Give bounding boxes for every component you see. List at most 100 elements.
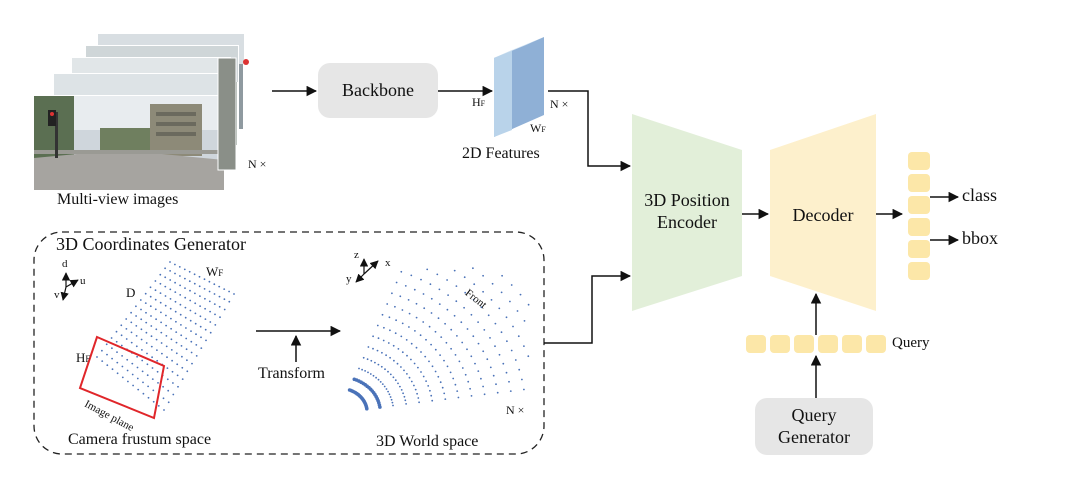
query-generator-box (755, 398, 873, 455)
frustum-point (154, 280, 157, 282)
world-point (415, 316, 418, 319)
frustum-point (136, 355, 139, 358)
world-point (439, 381, 442, 384)
frustum-point (174, 281, 177, 284)
frustum-point (127, 380, 129, 383)
frustum-point (186, 370, 189, 373)
world-point (385, 388, 388, 390)
world-point (463, 306, 465, 309)
frustum-point (142, 381, 144, 384)
frustum-point (223, 298, 226, 301)
world-point (460, 321, 463, 324)
world-point (361, 368, 363, 371)
frustum-point (164, 276, 167, 279)
frustum-point (159, 273, 162, 276)
frustum-point (135, 315, 138, 317)
world-point (431, 399, 434, 402)
frustum-point (179, 294, 182, 296)
frustum-point (145, 321, 148, 324)
world-point (393, 359, 395, 362)
world-point (434, 348, 437, 351)
world-point (518, 368, 521, 371)
world-space-point-cloud (347, 267, 530, 411)
frustum-point (125, 318, 128, 320)
frustum-point (175, 341, 178, 344)
world-axes-icon (355, 258, 379, 283)
world-point (413, 384, 415, 387)
camera-axis-u: u (80, 275, 86, 287)
frustum-point (195, 355, 198, 357)
frustum-point (157, 382, 159, 384)
world-point (377, 378, 380, 381)
world-point (415, 346, 418, 349)
world-point (483, 393, 486, 396)
world-point (443, 359, 445, 362)
world-point (434, 370, 437, 373)
frustum-point (171, 370, 174, 373)
camera-axis-v: v (54, 289, 60, 301)
world-point (401, 322, 404, 325)
frustum-point (175, 320, 177, 323)
world-point (480, 377, 482, 380)
world-point (379, 381, 382, 383)
frustum-point (200, 347, 203, 349)
world-point (422, 375, 425, 378)
feature-n-label: N × (550, 97, 569, 111)
view-image-1 (33, 95, 225, 191)
world-point (430, 343, 432, 346)
frustum-point (140, 328, 143, 331)
frustum-point (175, 352, 178, 355)
frustum-point (141, 349, 143, 351)
frustum-point (156, 359, 159, 362)
world-point (450, 347, 452, 350)
world-point (377, 363, 380, 366)
frustum-point (209, 310, 212, 313)
position-encoder-line2: Encoder (657, 212, 717, 232)
world-point (395, 319, 397, 322)
world-point (408, 326, 410, 328)
world-point (362, 356, 365, 359)
frustum-point (208, 300, 211, 303)
frustum-point (199, 305, 202, 307)
frustum-point (233, 293, 235, 295)
world-point (420, 351, 422, 353)
world-point (366, 358, 369, 361)
world-point (400, 366, 402, 368)
frustum-point (149, 305, 152, 308)
frustum-point (105, 343, 108, 346)
frustum-point (160, 321, 163, 324)
frustum-point (165, 324, 168, 327)
frustum-point (199, 325, 202, 328)
query-token-row (746, 335, 886, 353)
world-point (446, 365, 449, 368)
feature-map-block (494, 37, 544, 137)
world-point (394, 379, 397, 382)
world-point (425, 338, 427, 341)
frustum-point (155, 328, 158, 331)
world-point (413, 288, 416, 291)
frustum-point (174, 310, 177, 313)
world-point (400, 335, 403, 338)
frustum-point (177, 385, 179, 388)
frustum-point (179, 303, 182, 306)
world-point (389, 329, 391, 332)
world-point (387, 342, 390, 344)
frustum-point (194, 302, 197, 305)
frustum-point (180, 345, 183, 347)
world-point (399, 385, 401, 388)
frustum-point (160, 311, 162, 314)
frustum-point (189, 289, 191, 292)
frustum-point (199, 295, 201, 297)
frustum-point (145, 342, 148, 344)
world-point (407, 299, 410, 301)
frustum-point (111, 368, 114, 371)
world-point (417, 366, 419, 369)
world-point (406, 373, 408, 375)
world-point (430, 394, 433, 397)
world-point (383, 326, 385, 329)
world-point (517, 335, 520, 338)
world-point (483, 329, 486, 331)
world-point (495, 383, 497, 386)
frustum-point (164, 285, 167, 288)
